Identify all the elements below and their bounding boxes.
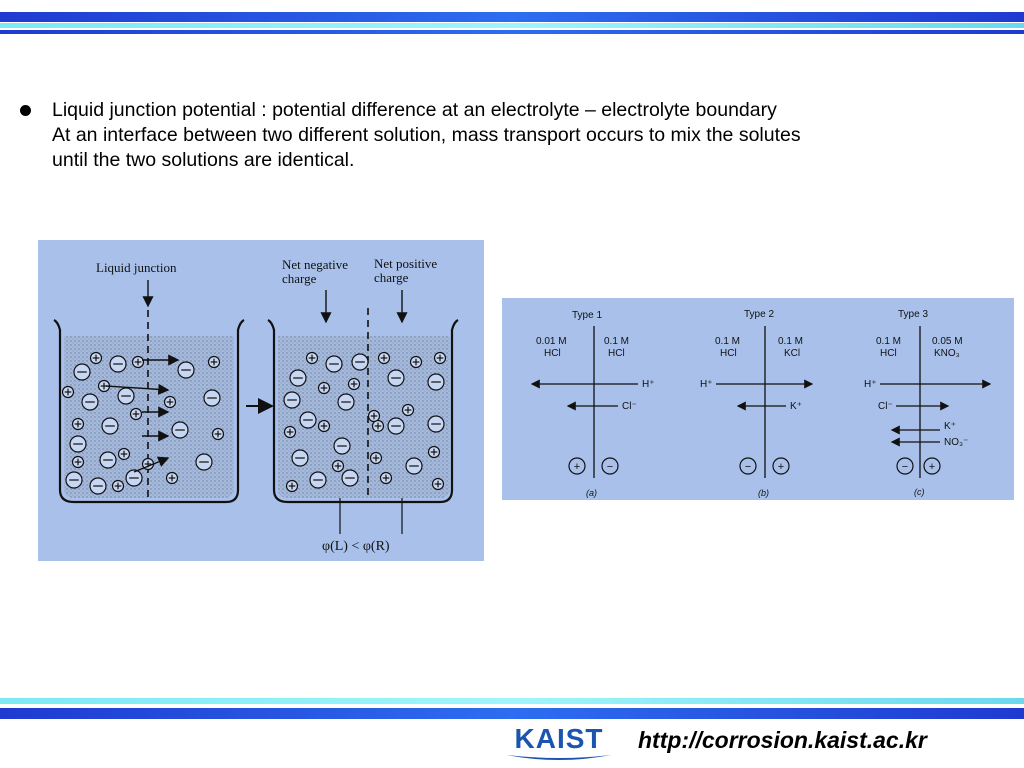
type-3-charge-left [896,457,914,475]
bullet-dot [20,105,31,116]
type-2-ion-1: H⁺ [700,379,713,390]
beaker-diagram: Liquid junction Net negative charge Net … [53,256,459,554]
type-2-charge-left-sign: − [745,461,751,473]
kaist-logo-graphic: KAIST [507,723,611,760]
type-2-ion-2: K⁺ [790,401,802,412]
type-2-caption: (b) [758,488,769,498]
net-negative-label-1: Net negative [282,257,348,272]
type-3-ion-2: Cl⁻ [878,401,893,412]
header-bar-blue-thin [0,30,1024,34]
type-1-charge-right [601,457,619,475]
type-1-charge-right-sign: − [607,461,613,473]
kaist-logo-swoosh [507,755,611,760]
beaker-left [53,319,245,504]
potential-relation: φ(L) < φ(R) [322,539,390,554]
type-2-left-sol: HCl [720,348,737,359]
ions-group [61,351,447,495]
beaker-right [267,319,459,504]
type-3-left-sol: HCl [880,348,897,359]
type-3-ion-4: NO₃⁻ [944,437,968,448]
bullet-line-3: until the two solutions are identical. [52,149,355,171]
net-positive-label-1: Net positive [374,256,437,271]
type-3-title: Type 3 [898,309,928,320]
net-positive-label-2: charge [374,270,409,285]
junction-types-figure: Type 1 0.01 M HCl 0.1 M HCl H⁺ Cl⁻ + − (… [502,298,1014,500]
type-3-ion-3: K⁺ [944,421,956,432]
type-3-right-sol: KNO₃ [934,348,960,359]
type-1-left-sol: HCl [544,348,561,359]
type-2-right-sol: KCl [784,348,800,359]
type-3-panel: Type 3 0.1 M HCl 0.05 M KNO₃ H⁺ Cl⁻ K⁺ N… [864,309,992,497]
type-3-ion-1: H⁺ [864,379,877,390]
type-2-charge-right [772,457,790,475]
header-bar-cyan [0,23,1024,28]
net-negative-label-2: charge [282,271,317,286]
junction-types-diagram: Type 1 0.01 M HCl 0.1 M HCl H⁺ Cl⁻ + − (… [530,309,992,498]
type-2-charge-right-sign: + [778,461,784,473]
footer-url[interactable]: http://corrosion.kaist.ac.kr [638,727,927,753]
type-3-charge-left-sign: − [902,461,908,473]
type-2-charge-left [739,457,757,475]
type-2-left-conc: 0.1 M [715,336,740,347]
type-3-charge-right-sign: + [929,461,935,473]
type-2-panel: Type 2 0.1 M HCl 0.1 M KCl H⁺ K⁺ − + (b) [700,309,814,498]
liquid-junction-label: Liquid junction [96,260,177,275]
type-3-charge-right [923,457,941,475]
bullet-line-2: At an interface between two different so… [52,124,801,146]
bullet-text: Liquid junction potential : potential di… [52,98,1012,173]
header-bar-blue [0,12,1024,22]
type-1-ion-1: H⁺ [642,379,655,390]
footer-bar-cyan [0,698,1024,704]
kaist-logo-text: KAIST [515,723,604,754]
type-2-title: Type 2 [744,309,774,320]
transport-arrow [133,456,170,473]
type-1-right-conc: 0.1 M [604,336,629,347]
type-3-right-conc: 0.05 M [932,336,963,347]
beaker-right-solution [278,336,450,498]
type-1-charge-left-sign: + [574,461,580,473]
type-1-caption: (a) [586,488,597,498]
type-1-ion-2: Cl⁻ [622,401,637,412]
type-3-caption: (c) [914,487,925,497]
bullet-line-1: Liquid junction potential : potential di… [52,99,777,121]
type-1-left-conc: 0.01 M [536,336,567,347]
liquid-junction-figure: Liquid junction Net negative charge Net … [38,240,484,561]
transport-arrow [105,383,170,395]
type-1-title: Type 1 [572,310,602,321]
footer-bar-blue [0,708,1024,719]
type-1-right-sol: HCl [608,348,625,359]
type-1-charge-left [568,457,586,475]
kaist-logo: KAIST [503,721,615,763]
type-1-panel: Type 1 0.01 M HCl 0.1 M HCl H⁺ Cl⁻ + − (… [530,310,655,498]
type-3-left-conc: 0.1 M [876,336,901,347]
type-2-right-conc: 0.1 M [778,336,803,347]
